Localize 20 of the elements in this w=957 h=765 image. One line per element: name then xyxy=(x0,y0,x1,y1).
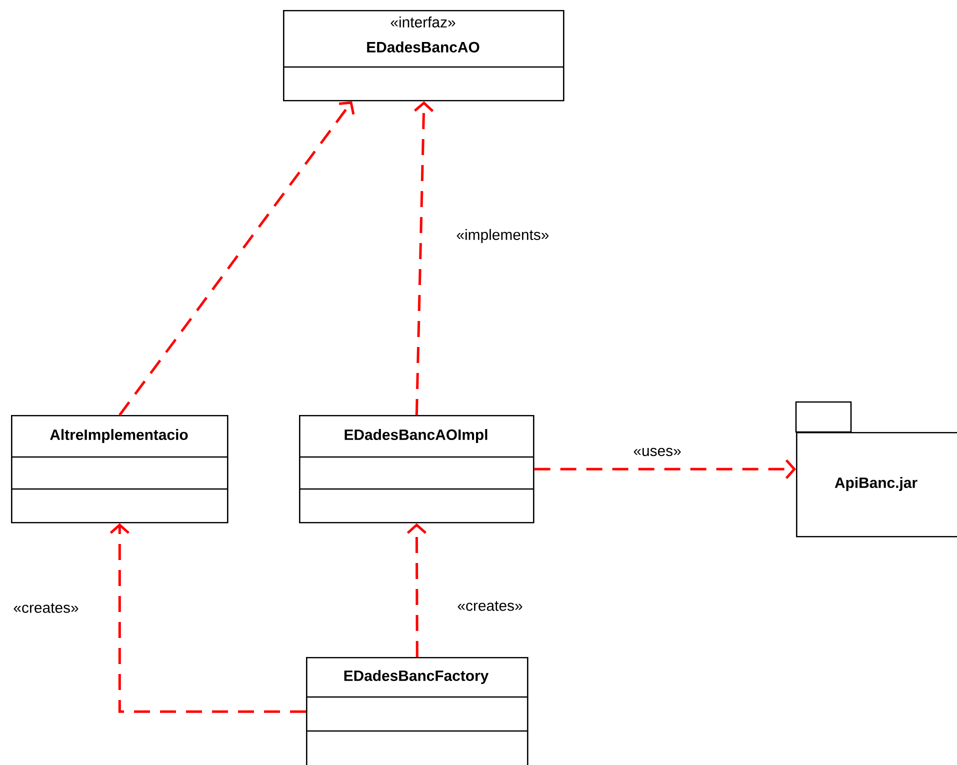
dependency-arrow xyxy=(110,523,306,713)
edge-label: «uses» xyxy=(632,446,682,458)
package-box xyxy=(795,401,957,538)
edge-label: «implements» xyxy=(455,228,550,244)
dependency-arrow xyxy=(414,101,434,416)
edge-label: «creates» xyxy=(12,602,80,614)
class-name: EDadesBancAOImpl xyxy=(344,429,488,443)
class-name: EDadesBancFactory xyxy=(344,670,489,684)
dependency-arrow xyxy=(118,101,355,416)
class-box xyxy=(283,10,564,102)
class-name: EDadesBancAO xyxy=(367,42,480,52)
dependency-arrow xyxy=(534,459,796,479)
edge-label: «creates» xyxy=(456,600,524,612)
dependency-arrow xyxy=(406,523,427,657)
class-name: AltreImplementacio xyxy=(50,429,188,443)
class-box xyxy=(299,415,534,524)
package-name: ApiBanc.jar xyxy=(834,477,918,491)
class-box xyxy=(11,415,228,524)
class-box xyxy=(306,657,528,765)
stereotype-text: «interfaz» xyxy=(390,16,456,28)
